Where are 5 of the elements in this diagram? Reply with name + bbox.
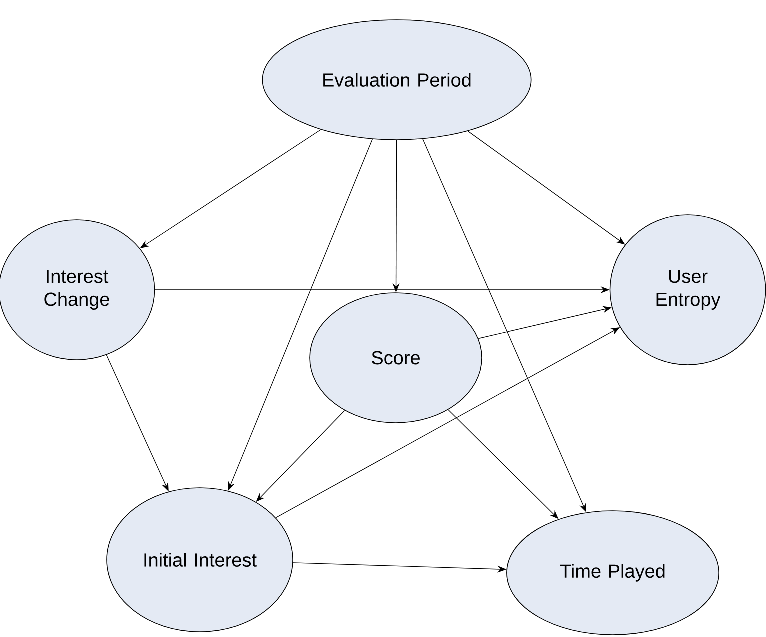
ellipse-node: Time Played [506, 510, 720, 636]
ellipse-node: User Entropy [610, 214, 766, 366]
ellipse-node: Evaluation Period [262, 20, 532, 140]
ellipse-node: Score [310, 292, 482, 424]
ellipse-node: Initial Interest [106, 488, 294, 632]
